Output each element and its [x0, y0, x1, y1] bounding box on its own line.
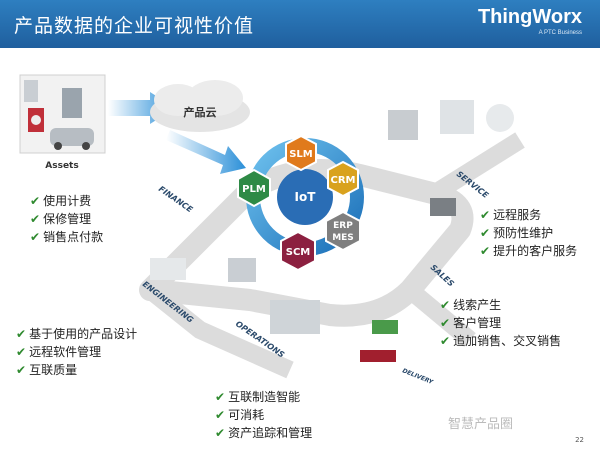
check-icon: ✔ — [440, 316, 451, 330]
operations-item-0: ✔互联制造智能 — [215, 388, 312, 406]
node-label: ERP — [333, 221, 353, 231]
check-icon: ✔ — [30, 230, 41, 244]
check-icon: ✔ — [16, 363, 27, 377]
finance-item-text: 销 — [43, 230, 56, 244]
watermark-text: 智慧产品圈 — [448, 417, 514, 432]
service-item-text: 提升的客户 — [493, 244, 554, 258]
service-item-text: 服务 — [553, 244, 578, 258]
check-icon: ✔ — [16, 327, 27, 341]
finance-item-text: 计费 — [67, 194, 92, 208]
operations-item-text: 互 — [228, 390, 241, 404]
operations-benefits-list: ✔互联制造智能✔可消耗✔资产追踪和管理 — [215, 388, 312, 442]
operations-item-text: 可消耗 — [228, 408, 265, 422]
service-building-illustration — [388, 100, 514, 140]
product-cloud-icon — [150, 80, 250, 132]
sales-item-text: 追加 — [453, 334, 478, 348]
engineering-item-text: 远程 — [29, 345, 54, 359]
check-icon: ✔ — [16, 345, 27, 359]
slide-header: 产品数据的企业可视性价值 ThingWorx A PTC Business — [0, 0, 600, 48]
slm-node — [285, 134, 317, 172]
service-item-2: ✔提升的客户服务 — [480, 242, 577, 260]
engineering-item-0: ✔基于使用的产品设计 — [16, 325, 137, 343]
node-label: PLM — [242, 184, 266, 195]
finance-item-text: 使用 — [43, 194, 68, 208]
check-icon: ✔ — [440, 334, 451, 348]
assets-illustration — [19, 74, 106, 154]
service-item-1: ✔预防性维护 — [480, 224, 577, 242]
finance-benefits-list: ✔使用计费✔保修管理✔销售点付款 — [30, 192, 103, 246]
service-item-0: ✔远程服务 — [480, 206, 577, 224]
plm-node — [237, 168, 271, 208]
sales-benefits-list: ✔线索产生✔客户管理✔追加销售、交叉销售 — [440, 296, 561, 350]
logo-subtext: A PTC Business — [538, 30, 582, 36]
node-label: SCM — [286, 247, 311, 258]
area-label: FINANCE — [157, 184, 195, 214]
node-label: SLM — [289, 149, 313, 160]
check-icon: ✔ — [480, 208, 491, 222]
erp-node — [325, 210, 361, 252]
delivery-truck-illustration — [372, 198, 456, 334]
check-icon: ✔ — [30, 212, 41, 226]
iot-hub — [277, 169, 333, 225]
scm-node — [280, 230, 316, 272]
check-icon: ✔ — [30, 194, 41, 208]
operations-item-text: 资产 — [228, 426, 253, 440]
service-item-text: 预防性维护 — [493, 226, 554, 240]
finance-item-1: ✔保修管理 — [30, 210, 103, 228]
check-icon: ✔ — [480, 226, 491, 240]
engineering-benefits-list: ✔基于使用的产品设计✔远程软件管理✔互联质量 — [16, 325, 137, 379]
logo-text: ThingWorx — [477, 6, 582, 28]
area-label: DELIVERY — [401, 367, 434, 386]
operations-item-1: ✔可消耗 — [215, 406, 312, 424]
check-icon: ✔ — [215, 408, 226, 422]
finance-item-text: 售点付款 — [55, 230, 104, 244]
thingworx-logo: ThingWorx A PTC Business — [472, 6, 582, 42]
operations-item-text: 追踪和管理 — [252, 426, 313, 440]
engineering-office-illustration — [150, 258, 256, 282]
engineering-item-1: ✔远程软件管理 — [16, 343, 137, 361]
sales-item-text: 户管理 — [465, 316, 502, 330]
engineering-item-text: 产品设计 — [89, 327, 138, 341]
finance-item-0: ✔使用计费 — [30, 192, 103, 210]
engineering-item-text: 基于使用的 — [29, 327, 90, 341]
finance-item-text: 保修管理 — [43, 212, 92, 226]
engineering-item-text: 互 — [29, 363, 42, 377]
assets-label: Assets — [45, 161, 78, 171]
iot-hub-label: IoT — [295, 190, 317, 204]
check-icon: ✔ — [215, 390, 226, 404]
slide-number: 22 — [575, 436, 584, 444]
sales-item-text: 客 — [453, 316, 466, 330]
service-benefits-list: ✔远程服务✔预防性维护✔提升的客户服务 — [480, 206, 577, 260]
iot-ecosystem-diagram: Assets产品云IoTSLMCRMERPMESSCMPLMFINANCEENG… — [19, 74, 525, 386]
check-icon: ✔ — [480, 244, 491, 258]
node-label: CRM — [331, 175, 356, 186]
service-item-text: 服务 — [517, 208, 542, 222]
sales-item-text: 产生 — [477, 298, 502, 312]
engineering-item-text: 联质量 — [41, 363, 78, 377]
node-label: MES — [332, 233, 354, 243]
cloud-label: 产品云 — [184, 105, 217, 119]
engineering-item-2: ✔互联质量 — [16, 361, 137, 379]
operations-item-2: ✔资产追踪和管理 — [215, 424, 312, 442]
service-item-text: 远程 — [493, 208, 518, 222]
operations-item-text: 联制造智能 — [240, 390, 301, 404]
sales-item-1: ✔客户管理 — [440, 314, 561, 332]
slide-title: 产品数据的企业可视性价值 — [14, 15, 255, 37]
finance-item-2: ✔销售点付款 — [30, 228, 103, 246]
engineering-item-text: 软件管理 — [53, 345, 102, 359]
operations-factory-illustration — [270, 300, 396, 362]
sales-item-0: ✔线索产生 — [440, 296, 561, 314]
sales-item-text: 线索 — [453, 298, 478, 312]
sales-item-text: 销售、交叉销售 — [477, 334, 562, 348]
check-icon: ✔ — [440, 298, 451, 312]
check-icon: ✔ — [215, 426, 226, 440]
crm-node — [327, 160, 359, 198]
sales-item-2: ✔追加销售、交叉销售 — [440, 332, 561, 350]
